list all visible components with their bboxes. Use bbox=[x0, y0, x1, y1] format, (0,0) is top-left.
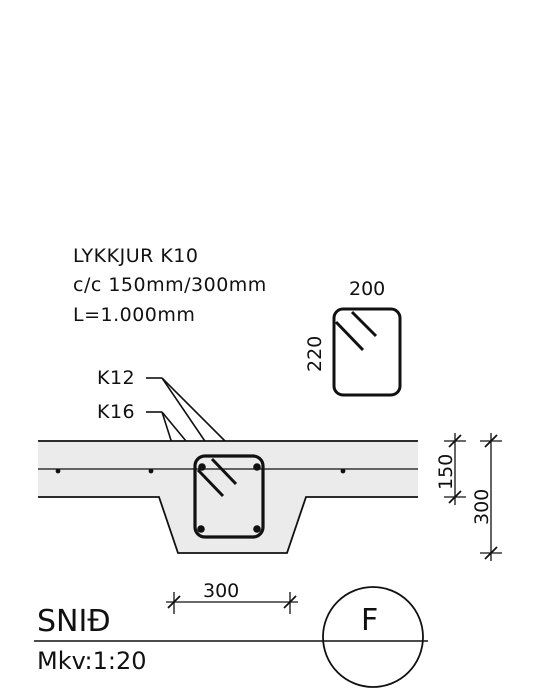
rebar-k16 bbox=[253, 525, 261, 533]
label-k12: K12 bbox=[97, 367, 135, 389]
beam-stirrup-hook-2 bbox=[210, 457, 238, 486]
stirrup-hook-1 bbox=[334, 320, 365, 352]
beam-stirrup bbox=[193, 454, 265, 539]
rebar-k12 bbox=[253, 463, 261, 471]
section-marker-circle bbox=[322, 586, 424, 688]
dimension-beam-width: 300 bbox=[166, 580, 298, 614]
label-k16: K16 bbox=[97, 401, 135, 423]
stirrup-shape bbox=[332, 307, 402, 397]
stirrup-hook-2 bbox=[350, 310, 378, 338]
scale-label: Mkv:1:20 bbox=[37, 647, 146, 675]
slab-bar bbox=[340, 468, 346, 474]
slab-bar bbox=[55, 468, 61, 474]
beam-depth-label: 300 bbox=[471, 489, 493, 525]
section-marker-letter: F bbox=[361, 603, 378, 638]
note-stirrups: LYKKJUR K10 bbox=[73, 245, 198, 267]
stirrup-height-label: 220 bbox=[304, 336, 326, 372]
dimension-slab: 150 bbox=[435, 433, 466, 505]
dimension-beam-depth: 300 bbox=[471, 433, 502, 561]
slab-thickness-label: 150 bbox=[435, 454, 457, 490]
slab-bar bbox=[148, 468, 154, 474]
beam-width-label: 300 bbox=[203, 580, 239, 602]
stirrup-width-label: 200 bbox=[349, 278, 385, 300]
stirrup-detail: 200 220 bbox=[304, 278, 402, 397]
beam-stirrup-hook-1 bbox=[196, 468, 225, 498]
beam-bottom-edge bbox=[38, 496, 418, 554]
section-title: SNIÐ bbox=[37, 604, 111, 639]
note-length: L=1.000mm bbox=[73, 304, 195, 326]
beam-section bbox=[38, 440, 418, 554]
rebar-k12 bbox=[198, 463, 206, 471]
rebar-k16 bbox=[197, 525, 205, 533]
note-spacing: c/c 150mm/300mm bbox=[73, 274, 267, 296]
